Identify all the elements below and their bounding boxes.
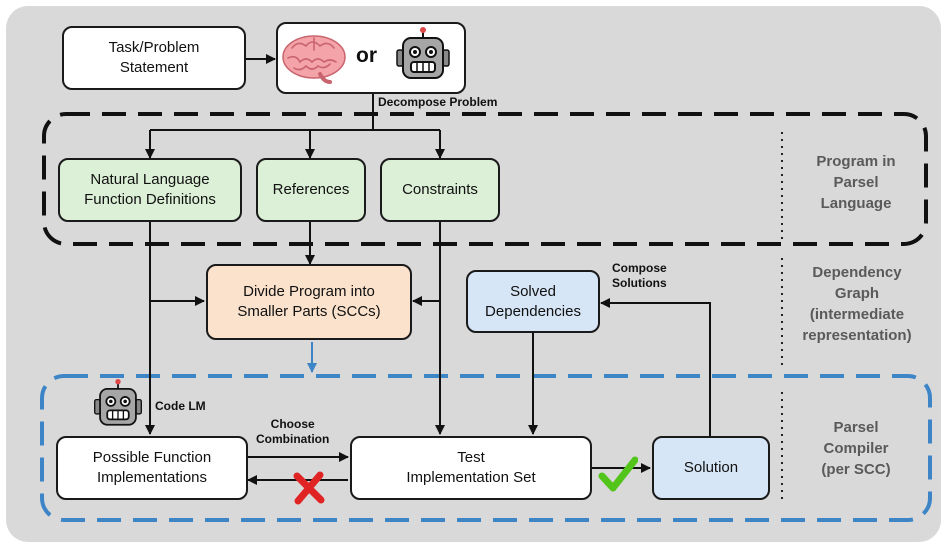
program-in-parsel-language-label: Program in Parsel Language (816, 153, 896, 212)
references-box: References (256, 158, 366, 222)
arrow-compose-solutions (600, 298, 711, 436)
test-implementation-set-box: Test Implementation Set (350, 436, 592, 500)
or-label: or (356, 44, 377, 67)
solution-box: Solution (652, 436, 770, 500)
possible-implementations-label: Possible Function Implementations (92, 449, 212, 486)
divide-program-box: Divide Program into Smaller Parts (SCCs) (206, 264, 412, 340)
task-statement-box: Task/Problem Statement (62, 26, 246, 90)
brain-icon (282, 35, 346, 84)
dependency-graph-label: Dependency Graph (intermediate represent… (802, 264, 912, 344)
nl-function-definitions-box: Natural Language Function Definitions (58, 158, 242, 222)
constraints-label: Constraints (402, 181, 478, 198)
robot-icon (396, 27, 450, 79)
references-label: References (272, 181, 350, 198)
check-icon (598, 456, 638, 492)
possible-implementations-box: Possible Function Implementations (56, 436, 248, 500)
solved-dependencies-label: Solved Dependencies (485, 282, 581, 320)
choose-combination-label: Choose Combination (256, 417, 330, 446)
constraints-box: Constraints (380, 158, 500, 222)
nl-function-definitions-label: Natural Language Function Definitions (84, 171, 216, 208)
divide-program-label: Divide Program into Smaller Parts (SCCs) (237, 283, 381, 320)
parsel-compiler-label: Parsel Compiler (per SCC) (821, 419, 891, 478)
code-lm-label: Code LM (155, 399, 206, 413)
decompose-problem-label: Decompose Problem (378, 95, 498, 109)
cross-icon (293, 471, 325, 505)
solved-dependencies-box: Solved Dependencies (466, 270, 600, 333)
program-region-border (42, 112, 928, 246)
task-statement-label: Task/Problem Statement (108, 39, 200, 76)
test-implementation-set-label: Test Implementation Set (406, 449, 536, 486)
robot-icon (94, 379, 142, 426)
compose-solutions-label: Compose Solutions (612, 261, 667, 290)
solution-label: Solution (683, 459, 739, 476)
